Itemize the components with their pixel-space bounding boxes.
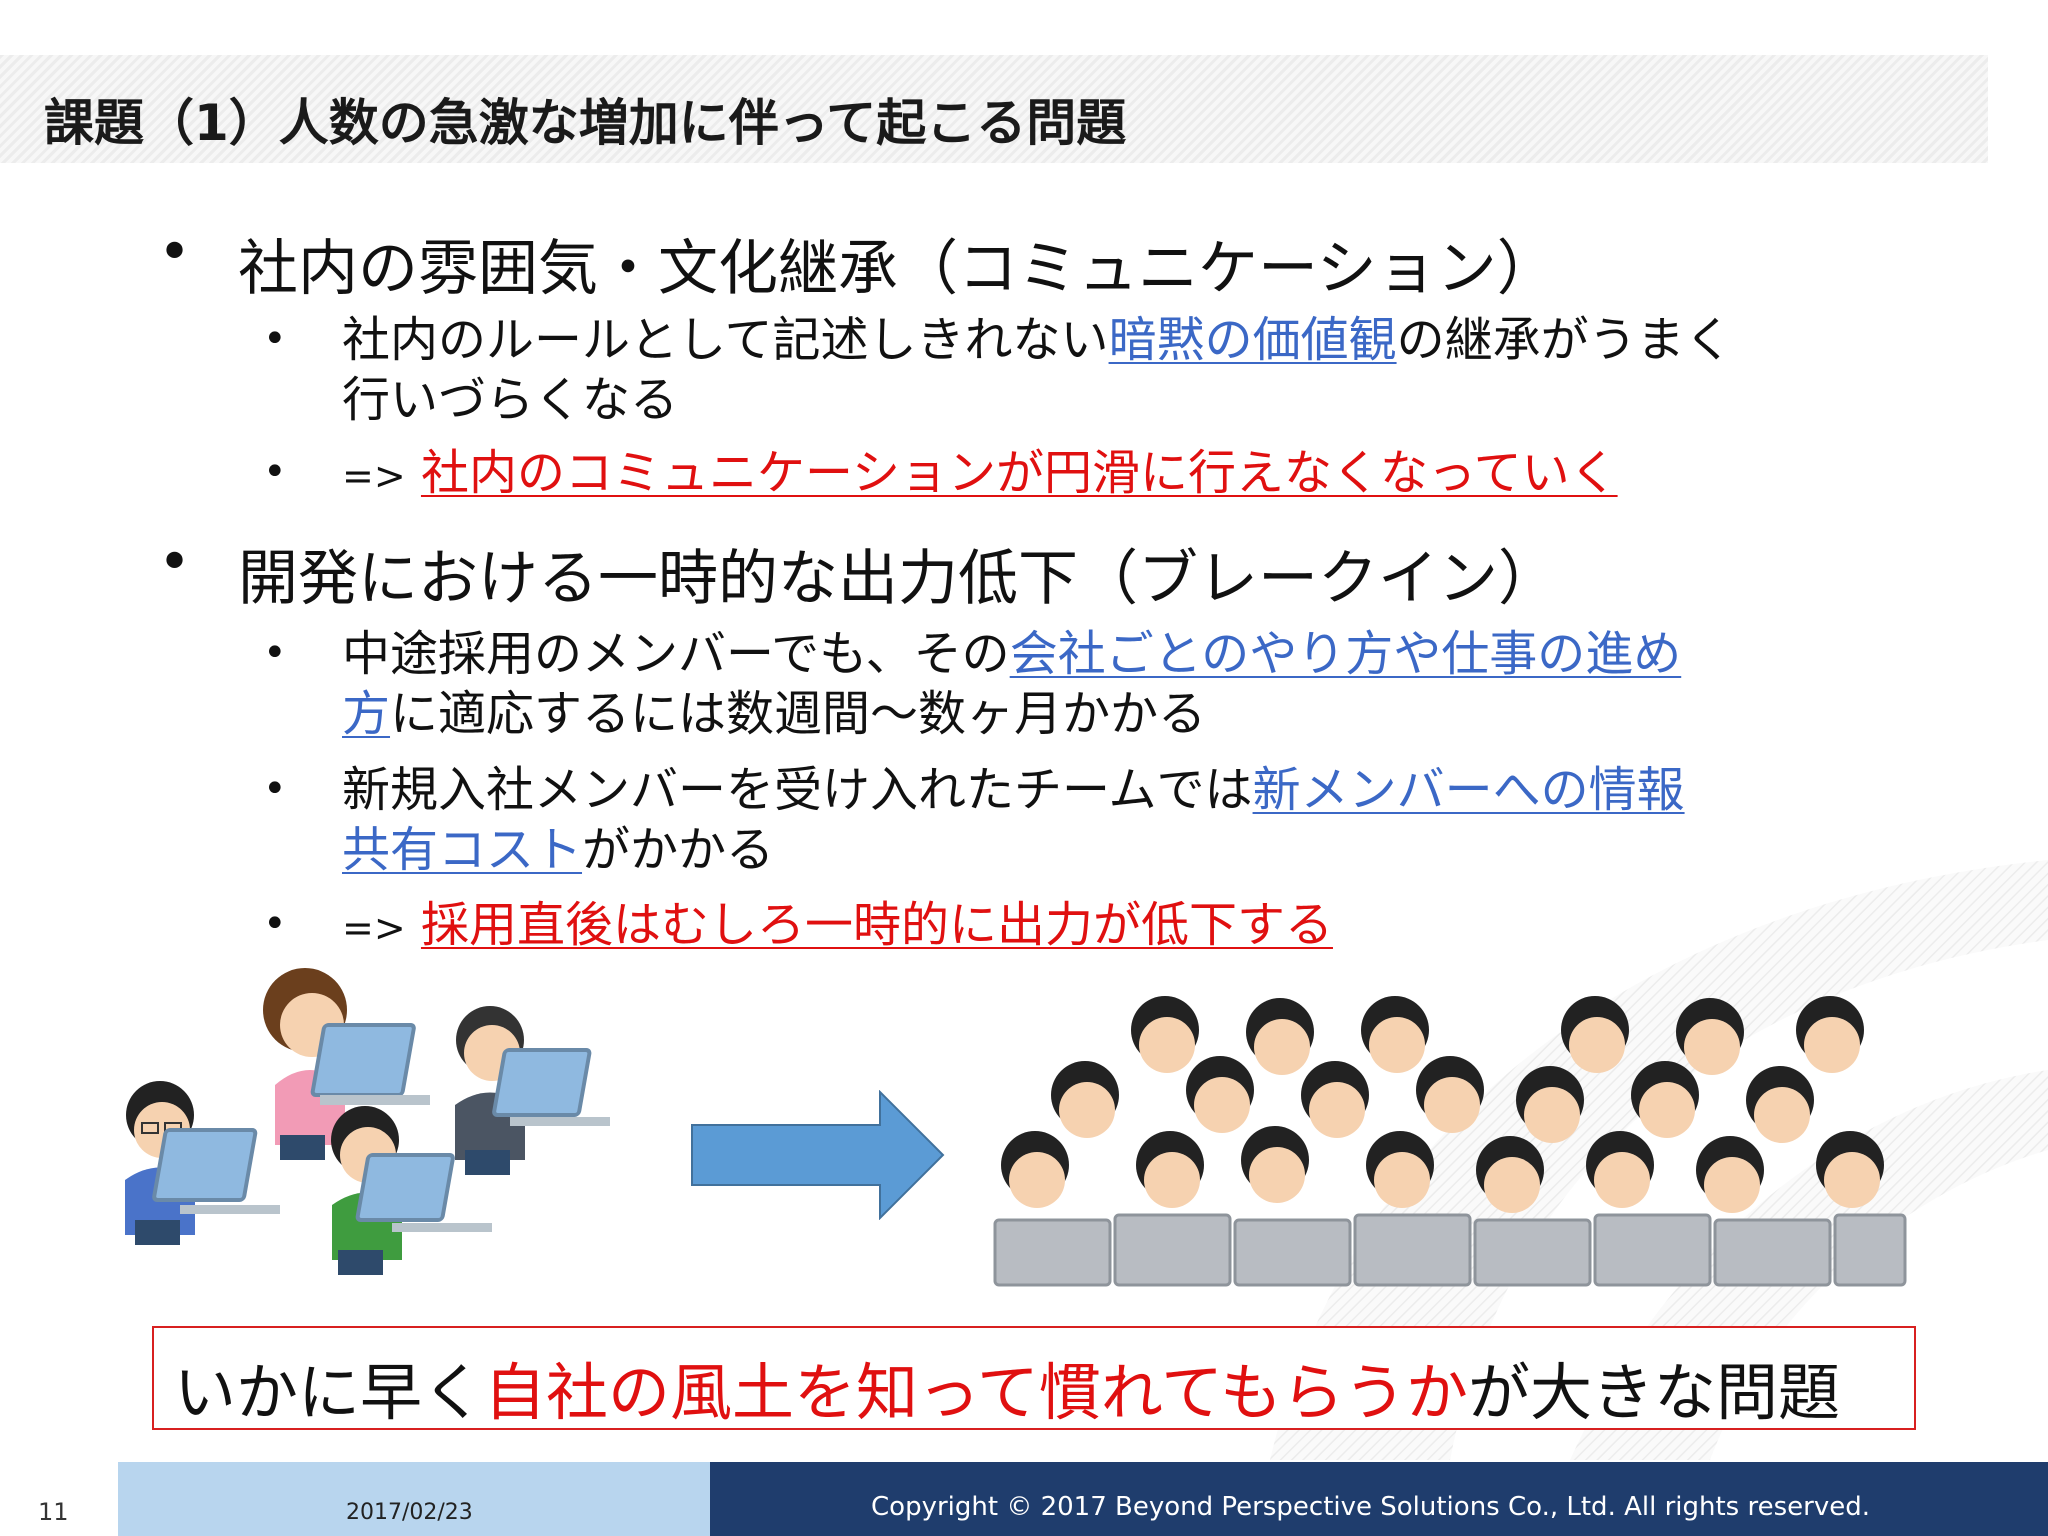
callout-red-emphasis: 自社の風土を知って慣れてもらうか xyxy=(484,1356,1468,1429)
sub-bullet-text: 中途採用のメンバーでも、その xyxy=(342,626,1010,682)
crowd-people-icons xyxy=(1001,996,1884,1213)
bullet-dot: • xyxy=(158,530,192,595)
callout-text-part3: が大きな問題 xyxy=(1467,1356,1840,1429)
person-woman-icon xyxy=(263,968,430,1160)
sub-bullet-dot: • xyxy=(263,630,287,676)
crowd-laptops-icons xyxy=(993,1213,1907,1287)
title-bar: 課題（1）人数の急激な増加に伴って起こる問題 xyxy=(0,55,1988,163)
sub-bullet-text: に適応するには数週間～数ヶ月かかる xyxy=(390,686,1207,742)
footer-date: 2017/02/23 xyxy=(346,1500,473,1525)
slide-title: 課題（1）人数の急激な増加に伴って起こる問題 xyxy=(44,94,1127,152)
right-arrow-icon xyxy=(691,1090,945,1220)
callout-text-part1: いかに早く xyxy=(174,1356,485,1429)
slide-footer: 11 2017/02/23 Copyright © 2017 Beyond Pe… xyxy=(0,1462,2048,1536)
link-implicit-values[interactable]: 暗黙の価値観 xyxy=(1108,312,1397,368)
small-team-illustration xyxy=(125,968,610,1275)
page-number: 11 xyxy=(38,1498,69,1526)
bullet-dot: • xyxy=(158,220,192,285)
footer-dark-band xyxy=(710,1462,2048,1536)
arrow-text: => xyxy=(342,906,406,950)
red-emphasis-text: 社内のコミュニケーションが円滑に行えなくなっていく xyxy=(420,445,1618,501)
link-info-sharing-cont[interactable]: 共有コスト xyxy=(342,822,583,878)
sub-bullet-dot: • xyxy=(263,316,287,362)
sub-bullet-text: の継承がうまく xyxy=(1396,312,1733,368)
link-info-sharing[interactable]: 新メンバーへの情報 xyxy=(1252,762,1685,818)
footer-copyright: Copyright © 2017 Beyond Perspective Solu… xyxy=(871,1492,1870,1522)
sub-bullet-dot: • xyxy=(263,766,287,812)
callout-text: いかに早く自社の風土を知って慣れてもらうかが大きな問題 xyxy=(174,1342,1840,1432)
person-man-glasses-icon xyxy=(125,1081,280,1245)
sub-bullet-text: 社内のルールとして記述しきれない xyxy=(342,312,1109,368)
red-emphasis-text: 採用直後はむしろ一時的に出力が低下する xyxy=(420,897,1333,953)
sub-bullet-dot: • xyxy=(263,449,287,495)
sub-bullet-text: 行いづらくなる xyxy=(342,372,679,428)
sub-bullet-dot: • xyxy=(263,901,287,947)
person-man-suit-icon xyxy=(455,1006,610,1175)
arrow-text: => xyxy=(342,454,406,498)
bullet-text: 社内の雰囲気・文化継承（コミュニケーション） xyxy=(238,234,1557,304)
conclusion-callout: いかに早く自社の風土を知って慣れてもらうかが大きな問題 xyxy=(152,1326,1916,1430)
link-company-methods-cont[interactable]: 方 xyxy=(342,686,391,742)
large-crowd-illustration xyxy=(993,996,1907,1287)
sub-bullet-text: 新規入社メンバーを受け入れたチームでは xyxy=(342,762,1253,818)
bullet-text: 開発における一時的な出力低下（ブレークイン） xyxy=(238,544,1558,614)
person-man-green-icon xyxy=(331,1106,492,1275)
footer-light-band xyxy=(118,1462,710,1536)
sub-bullet-text: がかかる xyxy=(582,822,775,878)
link-company-methods[interactable]: 会社ごとのやり方や仕事の進め xyxy=(1009,626,1682,682)
